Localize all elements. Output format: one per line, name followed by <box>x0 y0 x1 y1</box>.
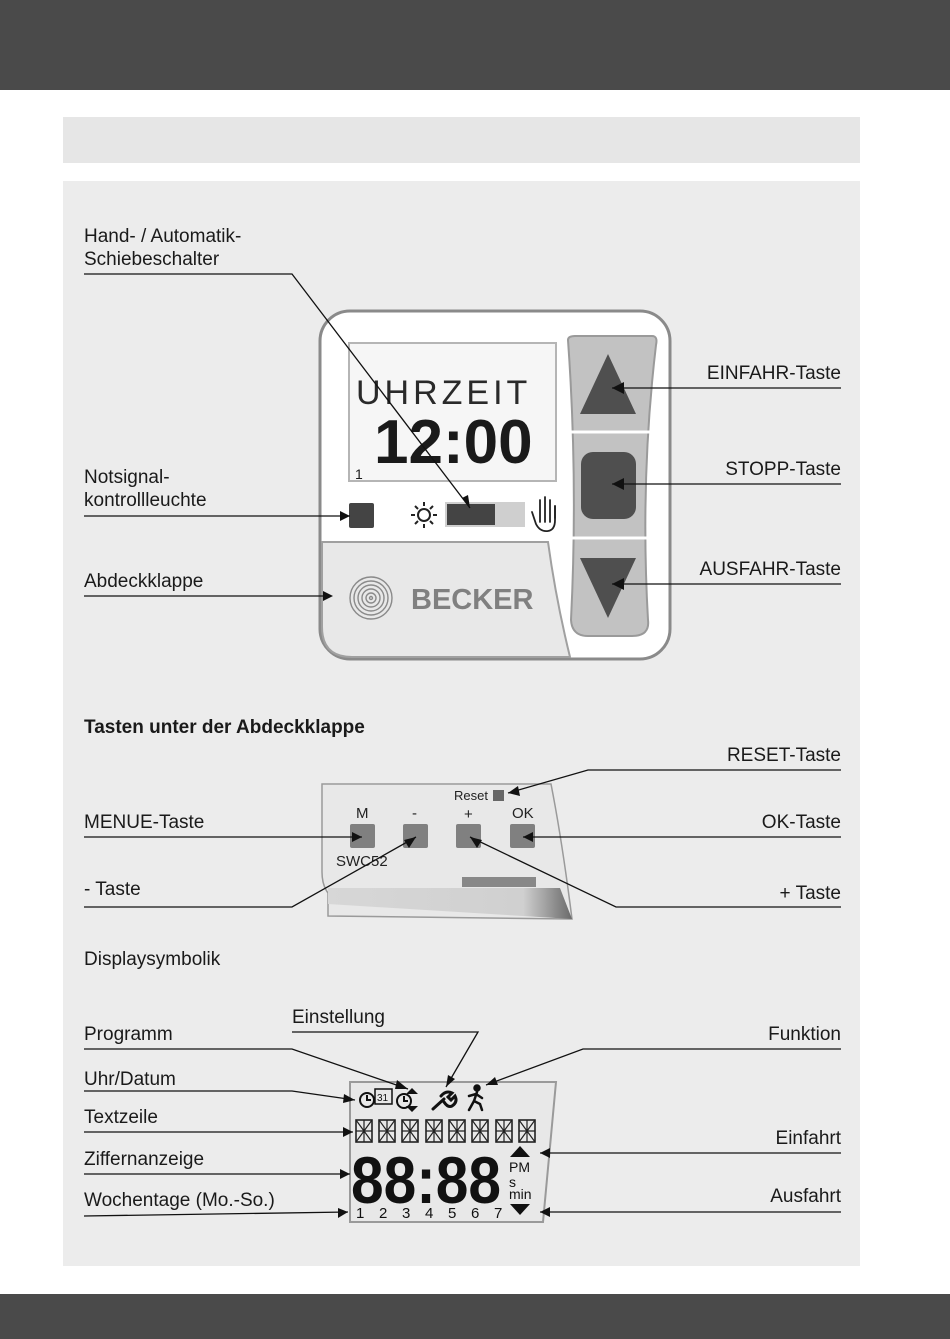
section-title-display-symbols: Displaysymbolik <box>84 949 221 970</box>
clock-icon <box>359 1092 375 1108</box>
menue-key[interactable] <box>350 824 375 848</box>
pm-indicator: PM <box>509 1159 530 1175</box>
label-emergency-lamp: Notsignal- kontrollleuchte <box>84 467 207 511</box>
einfahrt-arrow-icon <box>510 1146 530 1157</box>
reset-key[interactable] <box>493 790 504 801</box>
label-digit-display: Ziffernanzeige <box>84 1149 205 1170</box>
keypad-under-cover: Reset M - + OK SWC52 <box>321 783 573 920</box>
weekday-5: 5 <box>448 1205 456 1222</box>
label-plus-key: + Taste <box>779 883 841 904</box>
lcd-text-line: UHRZEIT <box>356 374 531 412</box>
leader-lines <box>83 273 841 1217</box>
symbol-display: 31 88:88 PM s min <box>349 1081 558 1223</box>
calendar-day: 31 <box>377 1093 389 1104</box>
becker-logo-icon <box>349 576 393 620</box>
label-function: Funktion <box>768 1024 841 1045</box>
lcd-index: 1 <box>355 466 363 482</box>
hand-icon <box>531 496 556 533</box>
m-key-label: M <box>356 805 369 822</box>
label-clock-date: Uhr/Datum <box>84 1069 176 1090</box>
wrench-icon <box>431 1090 458 1111</box>
down-button[interactable] <box>580 558 636 618</box>
weekday-2: 2 <box>379 1205 387 1222</box>
ok-key-label: OK <box>512 805 534 822</box>
keypad-slot <box>462 877 536 887</box>
program-icon <box>396 1093 412 1109</box>
weekday-3: 3 <box>402 1205 410 1222</box>
text-line-segment-marks <box>355 1119 536 1143</box>
calendar-icon <box>374 1088 393 1105</box>
label-setting: Einstellung <box>292 1007 385 1028</box>
hand-auto-slide-switch[interactable] <box>447 504 495 525</box>
minus-key-label: - <box>412 805 417 822</box>
ok-key[interactable] <box>510 824 535 848</box>
weekday-7: 7 <box>494 1205 502 1222</box>
weekday-6: 6 <box>471 1205 479 1222</box>
weekday-row: 1 2 3 4 5 6 7 <box>356 1205 502 1222</box>
digit-display: 88:88 <box>351 1143 501 1217</box>
program-arrows-icon <box>406 1088 418 1112</box>
keypad-edge <box>328 888 572 919</box>
brand-name: BECKER <box>411 584 534 616</box>
lcd-time: 12:00 <box>374 408 533 477</box>
leader-arrowheads <box>323 382 624 1218</box>
reset-label: Reset <box>454 788 488 803</box>
label-down-button: AUSFAHR-Taste <box>699 559 841 580</box>
label-hand-auto-switch: Hand- / Automatik- Schiebeschalter <box>84 226 242 270</box>
weekday-1: 1 <box>356 1205 364 1222</box>
minus-key[interactable] <box>403 824 428 848</box>
seconds-indicator: s <box>509 1174 516 1190</box>
label-einfahrt: Einfahrt <box>775 1128 841 1149</box>
ausfahrt-arrow-icon <box>510 1204 530 1215</box>
section-title-keys: Tasten unter der Abdeckklappe <box>84 717 365 738</box>
plus-key-label: + <box>464 806 473 823</box>
minutes-indicator: min <box>509 1186 532 1202</box>
cover-flap[interactable] <box>321 541 572 658</box>
timer-device: UHRZEIT 12:00 1 BECKER <box>318 309 672 661</box>
top-bar <box>0 0 950 90</box>
stop-button[interactable] <box>581 452 636 519</box>
label-program: Programm <box>84 1024 173 1045</box>
weekday-4: 4 <box>425 1205 433 1222</box>
bottom-bar <box>0 1294 950 1339</box>
label-up-button: EINFAHR-Taste <box>706 363 841 384</box>
function-icon <box>467 1084 484 1112</box>
label-stop-button: STOPP-Taste <box>725 459 841 480</box>
symbol-display-frame <box>349 1081 558 1223</box>
emergency-indicator-lamp <box>349 503 374 528</box>
label-ok-key: OK-Taste <box>761 812 841 833</box>
label-menue-key: MENUE-Taste <box>84 812 205 833</box>
label-cover-flap: Abdeckklappe <box>84 571 204 592</box>
up-button[interactable] <box>580 354 636 414</box>
header-band <box>63 117 860 163</box>
label-ausfahrt: Ausfahrt <box>770 1186 841 1207</box>
label-minus-key: - Taste <box>84 879 141 900</box>
label-weekdays: Wochentage (Mo.-So.) <box>84 1190 275 1211</box>
lcd-display <box>348 342 557 482</box>
model-number: SWC52 <box>336 853 388 870</box>
label-reset-key: RESET-Taste <box>726 745 841 766</box>
label-text-line: Textzeile <box>84 1107 158 1128</box>
sun-icon <box>411 502 437 528</box>
